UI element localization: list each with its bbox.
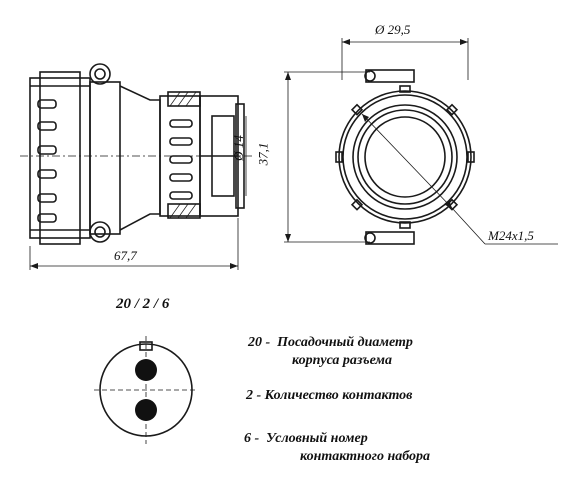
legend-line1: Условный номер xyxy=(266,431,368,446)
legend-item-1: 20 - Посадочный диаметр xyxy=(248,335,413,350)
dim-thread-label: M24x1,5 xyxy=(488,228,534,243)
legend-line1: Посадочный диаметр xyxy=(277,335,413,350)
legend-item-1-line2: корпуса разъема xyxy=(292,353,393,368)
side-view xyxy=(20,63,255,270)
legend-line1: Количество контактов xyxy=(264,388,413,403)
legend-num: 20 xyxy=(248,335,262,350)
legend-item-3-line2: контактного набора xyxy=(300,449,431,464)
connector-code: 20 / 2 / 6 xyxy=(116,296,170,312)
legend-num: 2 xyxy=(246,388,253,403)
dim-length-label: 67,7 xyxy=(114,248,137,263)
legend-item-3: 6 - Условный номер xyxy=(244,431,368,446)
contact-pin-1 xyxy=(135,359,157,381)
dim-diameter-inner-label: Ø 14 xyxy=(230,135,246,161)
dim-diameter-outer-label: Ø 29,5 xyxy=(375,22,411,37)
contact-pin-2 xyxy=(135,399,157,421)
dim-height-label: 37,1 xyxy=(255,142,271,166)
front-view xyxy=(284,38,558,245)
legend-item-2: 2 - Количество контактов xyxy=(246,388,413,403)
legend-num: 6 xyxy=(244,431,251,446)
contact-layout-symbol xyxy=(94,336,198,444)
